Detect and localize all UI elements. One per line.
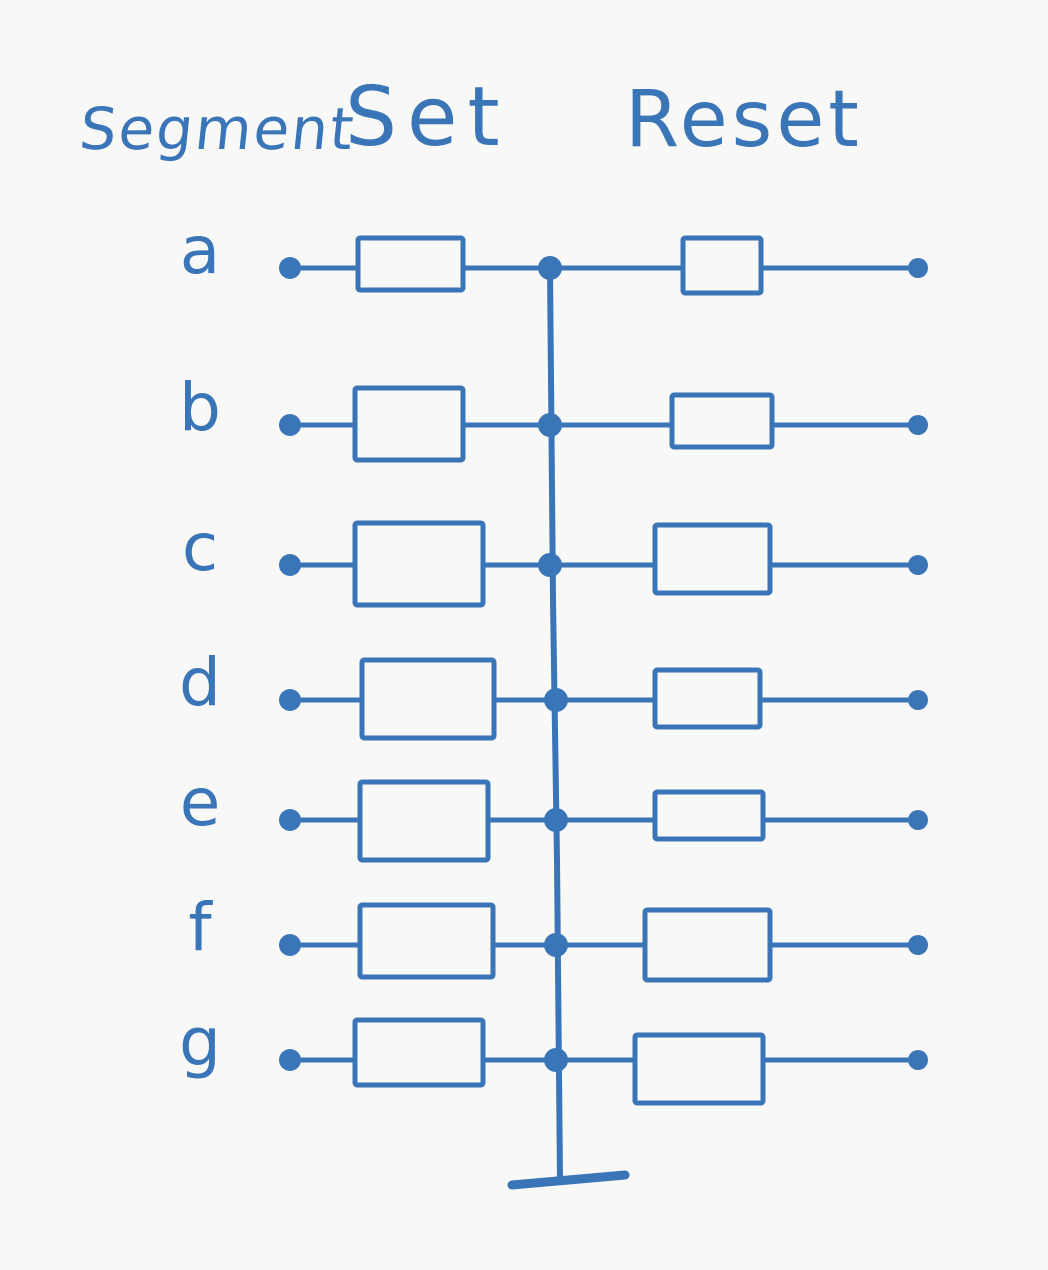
reset-resistor-b [669,392,775,450]
output-terminal-e [908,810,928,830]
segment-label-d: d [179,644,221,721]
set-resistor-b [352,385,466,463]
output-terminal-g [908,1050,928,1070]
segment-label-b: b [179,369,221,446]
set-resistor-c [352,520,486,608]
reset-resistor-f [642,907,773,983]
output-terminal-c [908,555,928,575]
reset-resistor-c [652,522,773,596]
ground-line [507,1170,630,1190]
set-column-header: Set [345,70,510,165]
segment-label-e: e [179,764,221,841]
reset-column-header: Reset [625,75,863,165]
set-resistor-f [357,902,496,980]
reset-resistor-a [680,235,764,296]
output-terminal-f [908,935,928,955]
output-terminal-a [908,258,928,278]
set-resistor-a [355,235,466,293]
segment-label-f: f [188,889,212,966]
reset-resistor-g [632,1032,766,1106]
segment-label-g: g [179,1004,221,1081]
segment-label-c: c [181,509,219,586]
set-resistor-e [357,779,491,863]
reset-resistor-e [652,789,766,842]
set-resistor-g [352,1017,486,1088]
reset-resistor-d [652,667,763,730]
segment-label-a: a [179,212,221,289]
output-terminal-d [908,690,928,710]
set-resistor-d [359,657,497,741]
common-bus-wire [547,265,563,1183]
output-terminal-b [908,415,928,435]
